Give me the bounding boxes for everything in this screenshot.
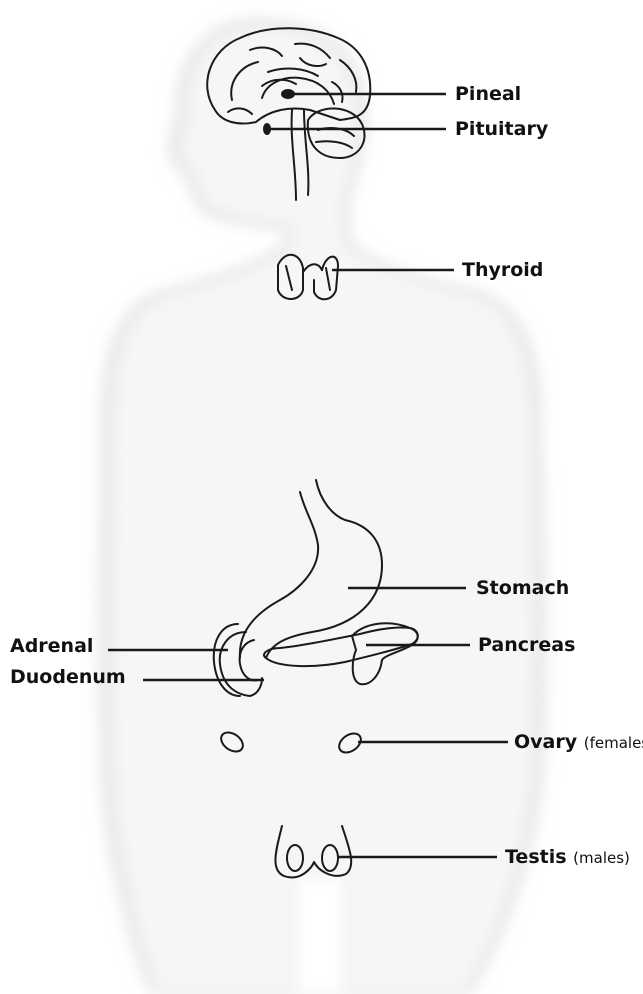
label-ovary: Ovary bbox=[514, 731, 577, 753]
label-pancreas: Pancreas bbox=[478, 636, 575, 655]
label-ovary-group: Ovary (females) bbox=[514, 733, 643, 752]
label-pituitary: Pituitary bbox=[455, 120, 548, 139]
label-pineal: Pineal bbox=[455, 85, 521, 104]
pituitary-gland bbox=[263, 123, 271, 135]
label-thyroid: Thyroid bbox=[462, 261, 543, 280]
silhouette-inner bbox=[112, 28, 533, 994]
label-stomach: Stomach bbox=[476, 579, 569, 598]
leg-gap bbox=[300, 880, 340, 994]
label-testis-group: Testis (males) bbox=[505, 848, 630, 867]
label-adrenal: Adrenal bbox=[10, 637, 93, 656]
label-testis: Testis bbox=[505, 846, 567, 868]
body-silhouette bbox=[98, 18, 547, 994]
label-ovary-note: (females) bbox=[584, 734, 643, 752]
label-duodenum: Duodenum bbox=[10, 668, 126, 687]
label-testis-note: (males) bbox=[573, 849, 630, 867]
